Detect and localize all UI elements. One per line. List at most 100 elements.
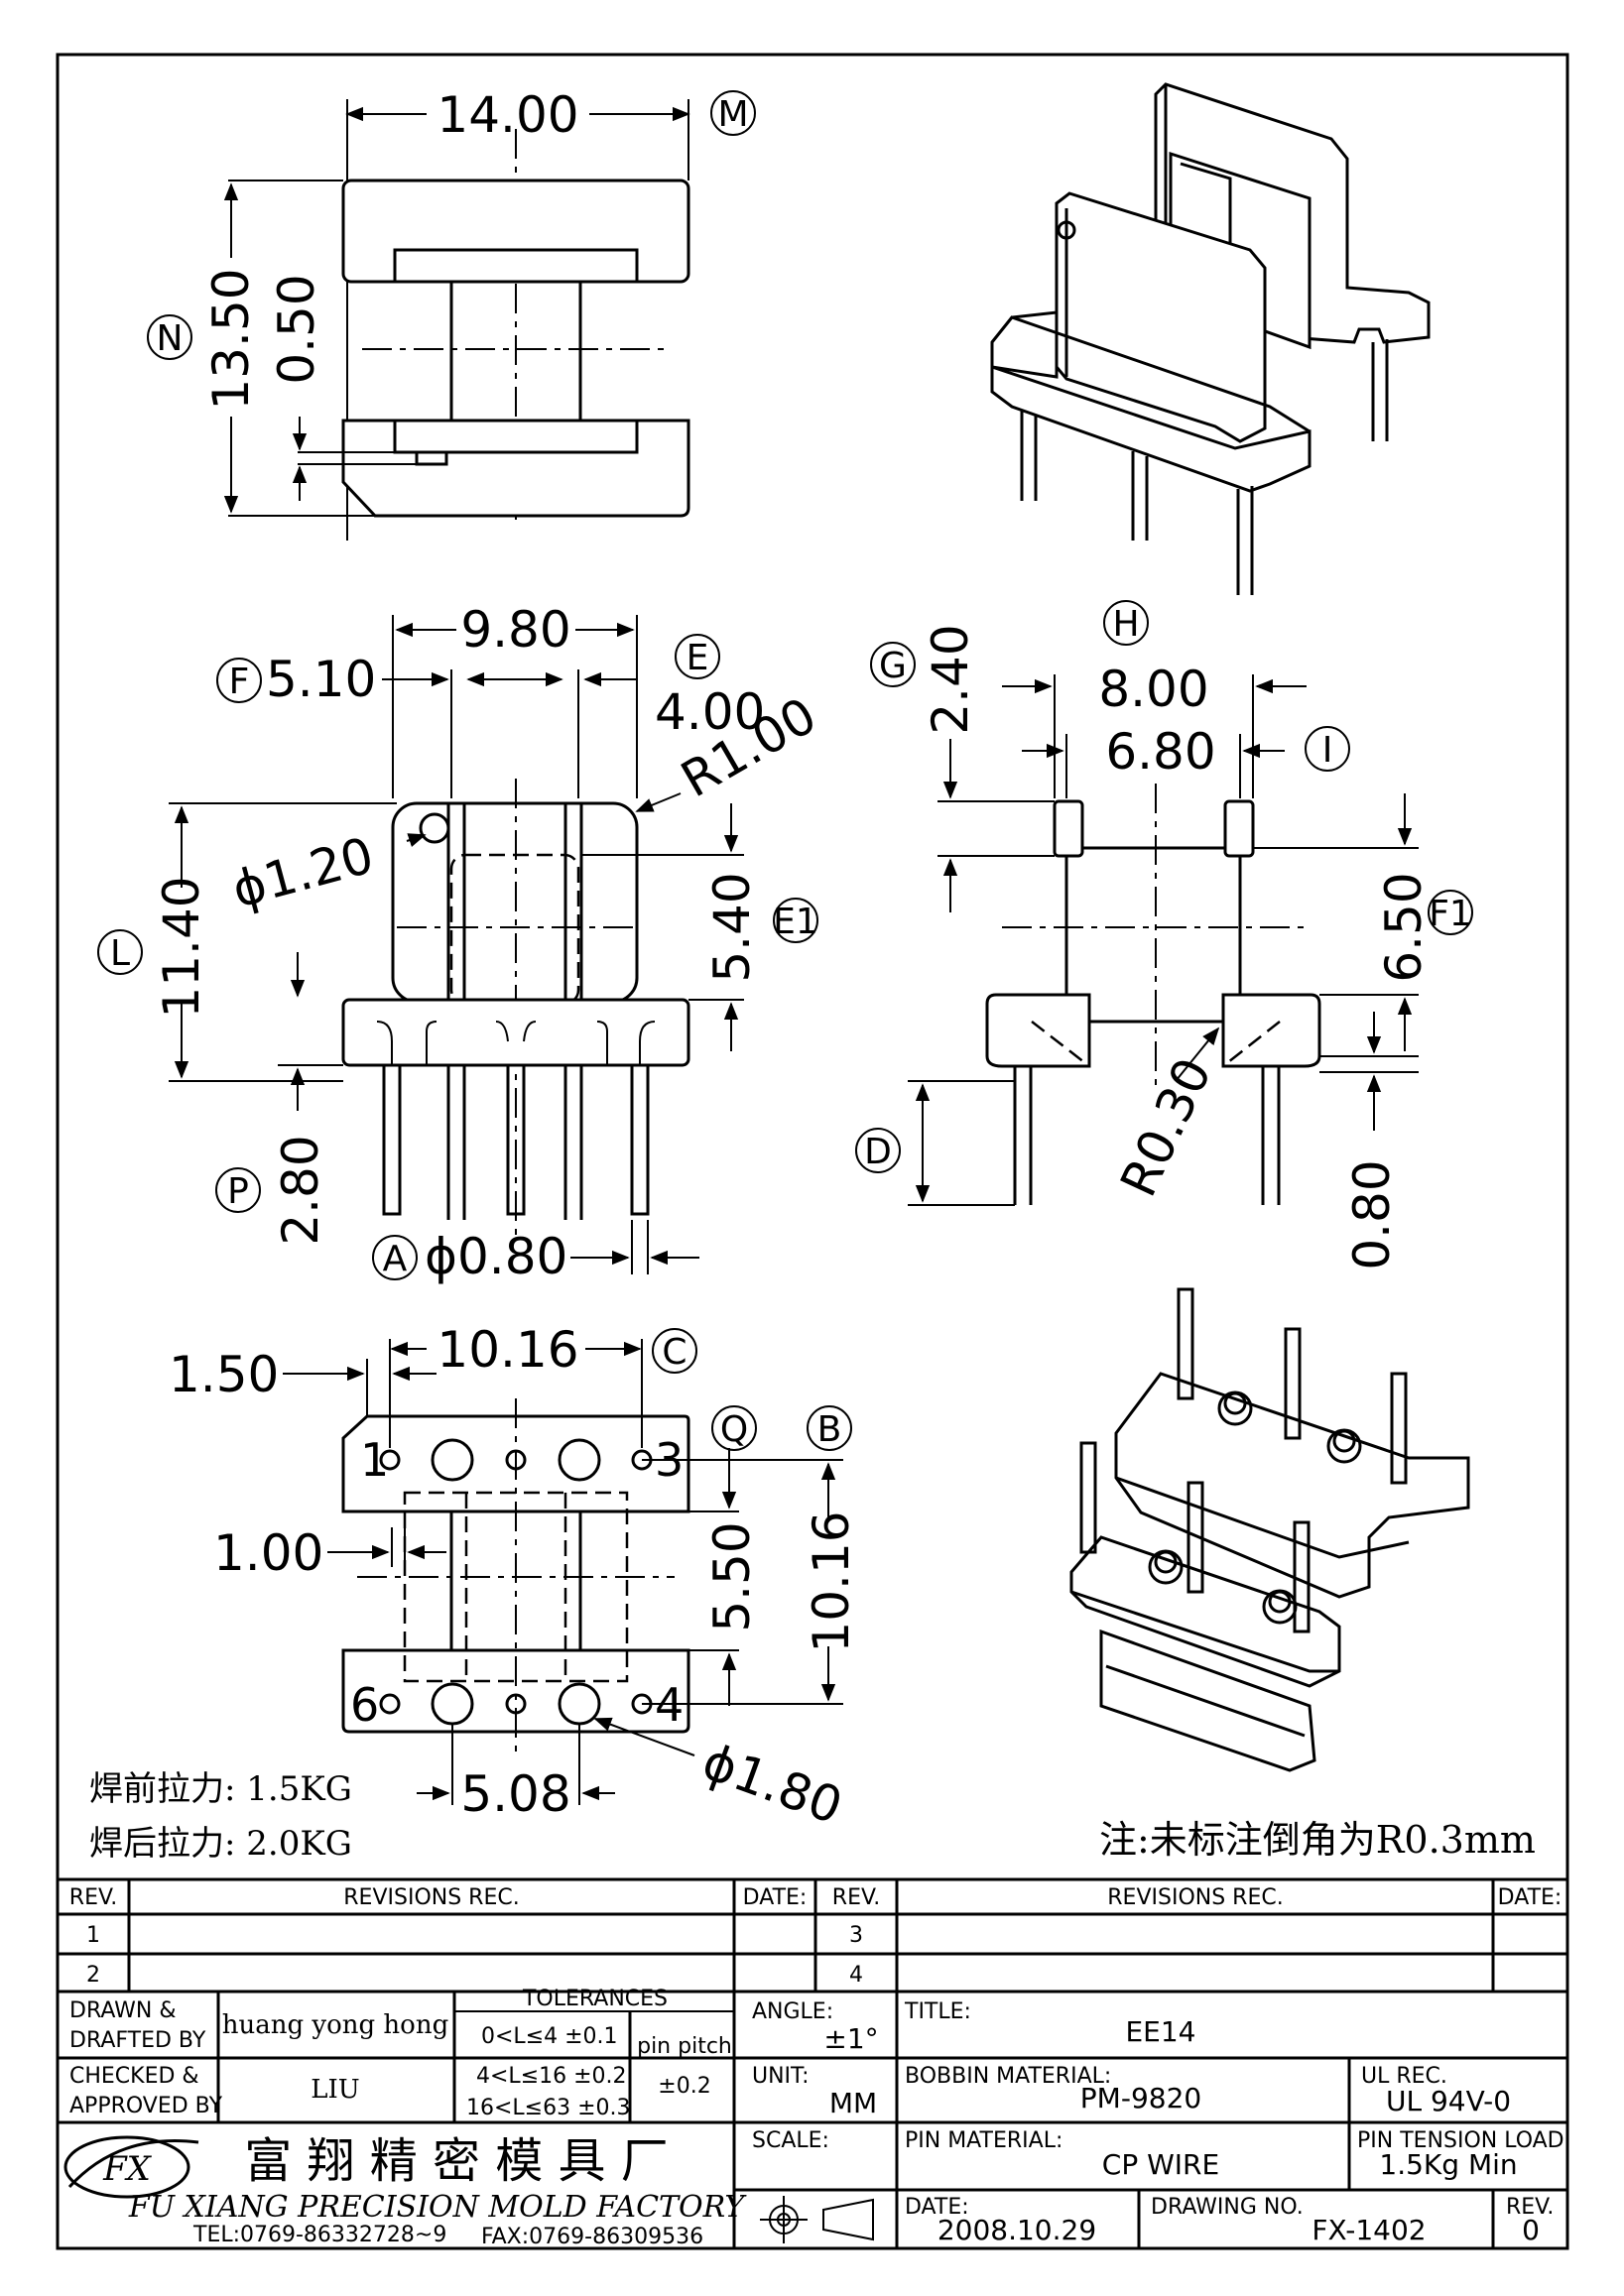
pin-pitch-tol: ±0.2 [658, 2074, 710, 2099]
dim-side-inner: 6.80 [1105, 723, 1215, 781]
dim-pin-length: 2.80 [272, 1135, 329, 1245]
checked-by: LIU [311, 2075, 359, 2105]
marker-f1: F1 [1429, 894, 1472, 934]
marker-e: E [687, 638, 709, 678]
isometric-view-bottom [1069, 1287, 1470, 1772]
dim-bottom-height: 10.16 [803, 1511, 860, 1652]
rev-header: REV. [69, 1885, 117, 1910]
tol-row-3: 16<L≤63 ±0.3 [466, 2096, 631, 2120]
marker-n: N [157, 318, 184, 359]
side-view: 8.00 6.80 I G 2.40 H 6.50 F1 R0.30 0.80 [855, 600, 1473, 1270]
dim-side-radius: R0.30 [1109, 1049, 1222, 1205]
marker-a: A [383, 1239, 408, 1279]
rev-value: 0 [1522, 2214, 1540, 2246]
angle-label: ANGLE: [752, 1999, 833, 2024]
rev-row-3: 3 [849, 1923, 863, 1948]
date-header: DATE: [743, 1885, 808, 1910]
dim-pin-dia: ϕ0.80 [425, 1228, 567, 1285]
dim-side-pin: 0.80 [1343, 1159, 1401, 1269]
dim-front-core: 5.40 [703, 872, 761, 982]
unit-value: MM [829, 2087, 877, 2119]
bobbin-value: PM-9820 [1080, 2082, 1201, 2115]
bottom-view: 1 3 6 4 10.16 C 1.50 1.00 Q B 5.50 10.16 [169, 1321, 860, 1836]
marker-d: D [864, 1132, 892, 1172]
rev-header-right: REV. [832, 1885, 880, 1910]
marker-g: G [879, 646, 907, 686]
pin-material-label: PIN MATERIAL: [905, 2128, 1062, 2153]
dim-front-height: 11.40 [153, 876, 210, 1018]
isometric-view-top [990, 82, 1431, 595]
marker-f: F [229, 662, 250, 702]
company-fax: FAX:0769-86309536 [481, 2225, 703, 2249]
company-name-en: FU XIANG PRECISION MOLD FACTORY [128, 2190, 747, 2225]
drawing-value: FX-1402 [1312, 2214, 1426, 2246]
marker-l: L [110, 933, 130, 974]
note-pull-after: 焊后拉力: 2.0KG [89, 1824, 352, 1864]
marker-q: Q [720, 1409, 748, 1450]
drawing-label: DRAWING NO. [1151, 2195, 1304, 2220]
dim-bottom-core: 5.50 [703, 1521, 761, 1631]
dim-bottom-span: 10.16 [437, 1321, 578, 1379]
drawn-label-2: DRAFTED BY [69, 2028, 206, 2053]
dim-front-width: 9.80 [460, 601, 570, 659]
pin-6-label: 6 [350, 1678, 379, 1732]
marker-b: B [817, 1409, 842, 1450]
date-label: DATE: [905, 2195, 969, 2220]
dim-hole-dia: ϕ1.20 [226, 826, 379, 918]
dim-side-height: 6.50 [1375, 872, 1433, 982]
revisions-header: REVISIONS REC. [343, 1885, 519, 1910]
company-tel: TEL:0769-86332728~9 [192, 2223, 446, 2247]
bobbin-label: BOBBIN MATERIAL: [905, 2064, 1111, 2089]
ul-label: UL REC. [1361, 2064, 1447, 2089]
dim-top-flange: 0.50 [268, 274, 325, 384]
marker-i: I [1322, 730, 1333, 771]
dim-top-height: 13.50 [202, 268, 260, 410]
marker-h: H [1112, 604, 1139, 645]
dim-front-slot: 4.00 [655, 683, 765, 741]
tolerances-label: TOLERANCES [522, 1987, 668, 2011]
scale-label: SCALE: [752, 2128, 829, 2153]
title-value: EE14 [1125, 2015, 1195, 2048]
date-header-right: DATE: [1498, 1885, 1562, 1910]
pin-pitch-label: pin pitch [637, 2034, 732, 2059]
angle-value: ±1° [823, 2022, 878, 2055]
logo-text: FX [102, 2149, 153, 2189]
dim-pad-dia: ϕ1.80 [695, 1733, 849, 1836]
tol-row-2: 4<L≤16 ±0.2 [476, 2064, 627, 2089]
company-logo: FX [63, 2135, 199, 2199]
dim-bottom-edge: 1.50 [169, 1346, 279, 1403]
revisions-header-right: REVISIONS REC. [1107, 1885, 1283, 1910]
front-view: 9.80 F 5.10 E 4.00 R1.00 ϕ1.20 11.40 L 5… [97, 601, 826, 1285]
title-label: TITLE: [904, 1999, 971, 2024]
marker-m: M [717, 94, 748, 135]
rev-row-2: 2 [86, 1963, 100, 1988]
marker-p: P [227, 1171, 249, 1212]
date-value: 2008.10.29 [937, 2214, 1096, 2246]
rev-label: REV. [1506, 2195, 1554, 2220]
dim-top-width: 14.00 [437, 86, 578, 144]
checked-label-2: APPROVED BY [69, 2094, 223, 2118]
dim-side-width: 8.00 [1098, 661, 1208, 718]
tol-row-1: 0<L≤4 ±0.1 [481, 2024, 618, 2049]
top-view: 14.00 13.50 0.50 M N [147, 86, 756, 541]
pin-material-value: CP WIRE [1102, 2148, 1219, 2181]
pin-1-label: 1 [360, 1433, 389, 1487]
note-pull-before: 焊前拉力: 1.5KG [89, 1769, 352, 1809]
company-name-cn: 富 翔 精 密 模 具 厂 [244, 2133, 669, 2189]
title-block: REV. REVISIONS REC. DATE: REV. REVISIONS… [56, 1877, 1571, 2250]
ul-value: UL 94V-0 [1386, 2085, 1511, 2117]
drawn-label-1: DRAWN & [69, 1998, 177, 2023]
tension-label: PIN TENSION LOAD: [1357, 2128, 1571, 2153]
drawn-by: huang yong hong [222, 2010, 448, 2040]
dim-side-g: 2.40 [922, 624, 979, 734]
rev-row-1: 1 [86, 1923, 100, 1948]
rev-row-4: 4 [849, 1963, 863, 1988]
marker-c: C [662, 1332, 687, 1373]
unit-label: UNIT: [752, 2064, 809, 2089]
dim-front-inner: 5.10 [266, 651, 376, 708]
note-chamfer: 注:未标注倒角为R0.3mm [1099, 1818, 1536, 1862]
checked-label-1: CHECKED & [69, 2064, 199, 2089]
dim-pin-pitch: 5.08 [460, 1765, 570, 1823]
dim-bottom-gap: 1.00 [213, 1524, 323, 1582]
